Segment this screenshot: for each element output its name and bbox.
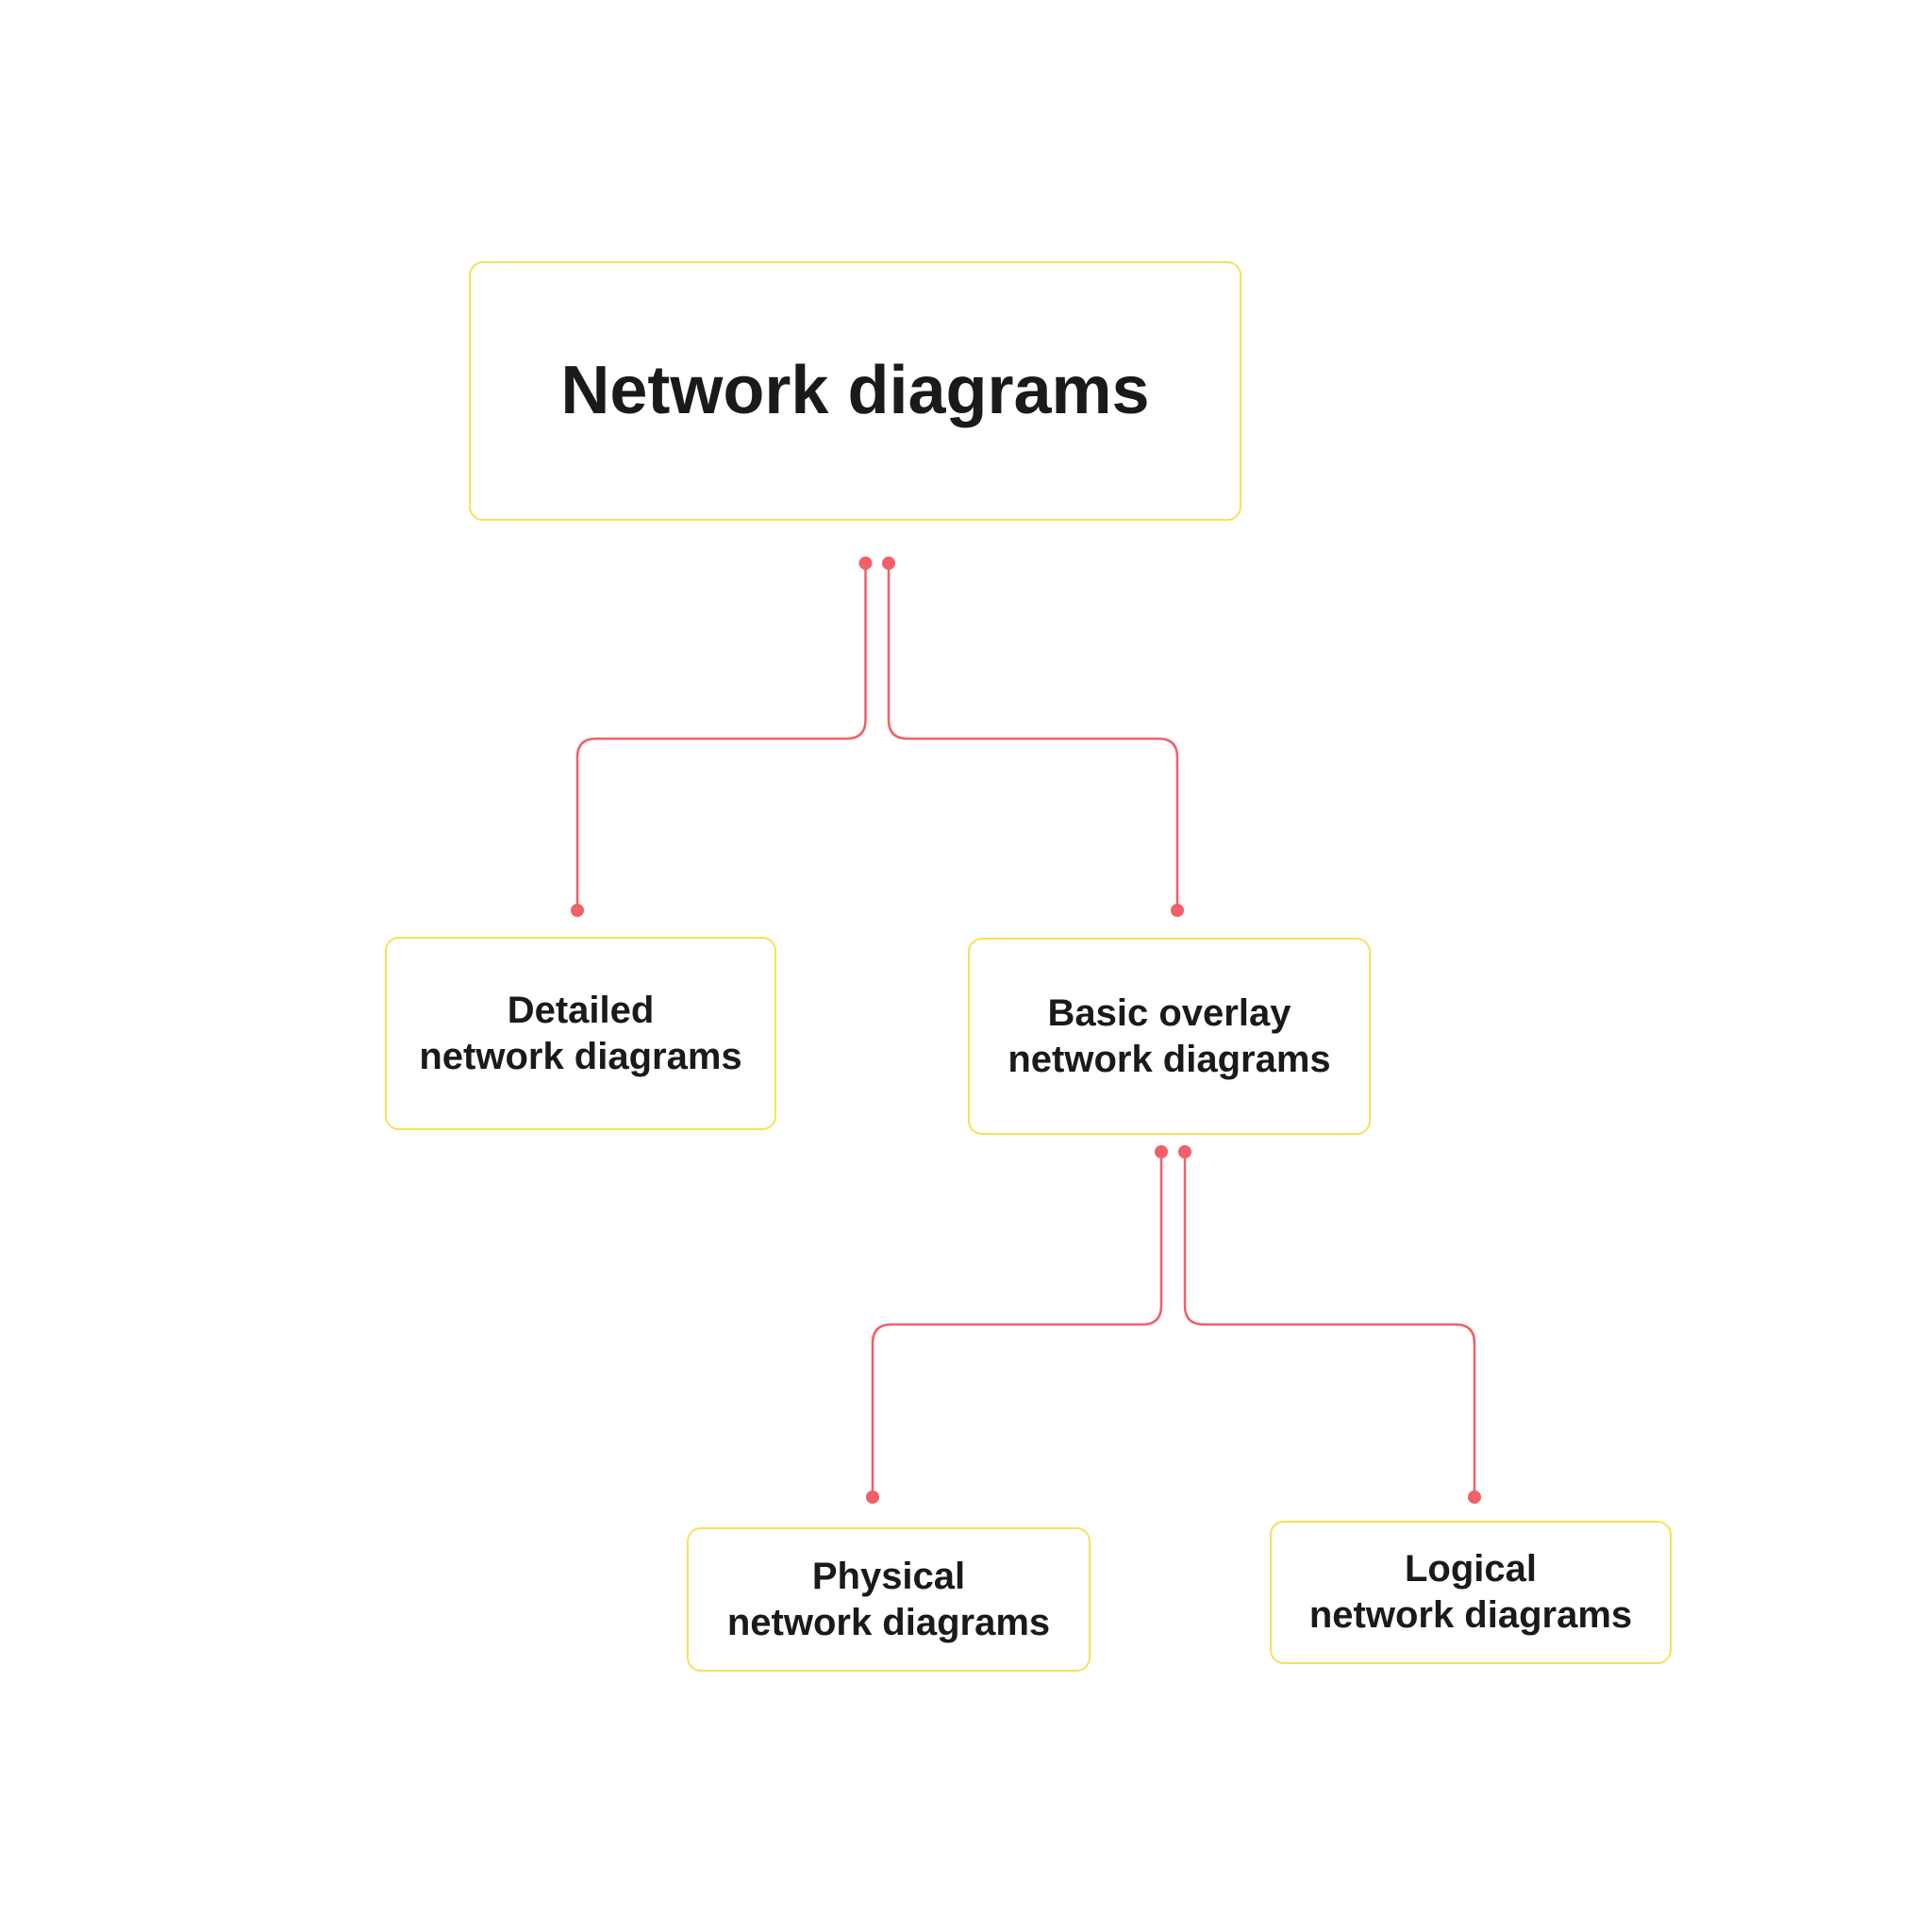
edge-endpoint-dot bbox=[1178, 1145, 1191, 1158]
node-network-diagrams: Network diagrams bbox=[469, 261, 1241, 521]
edge-endpoint-dot bbox=[1171, 904, 1184, 917]
edge-basic-overlay-logical bbox=[1183, 1152, 1476, 1497]
node-basic-overlay-network-diagrams-label: Basic overlay network diagrams bbox=[1008, 991, 1331, 1080]
node-network-diagrams-label: Network diagrams bbox=[560, 352, 1150, 428]
edge-endpoint-dot bbox=[858, 557, 873, 570]
edge-endpoint-dot bbox=[1155, 1145, 1168, 1158]
node-physical-network-diagrams-label: Physical network diagrams bbox=[726, 1555, 1051, 1643]
edge-basic-overlay-physical bbox=[871, 1152, 1163, 1497]
node-physical-network-diagrams: Physical network diagrams bbox=[687, 1527, 1091, 1672]
node-detailed-network-diagrams-label: Detailed network diagrams bbox=[419, 989, 742, 1077]
edge-endpoint-dot bbox=[571, 904, 584, 917]
edge-root-detailed bbox=[575, 563, 867, 910]
edge-endpoint-dot bbox=[1468, 1491, 1481, 1504]
edge-endpoint-dot bbox=[866, 1491, 879, 1504]
node-logical-network-diagrams: Logical network diagrams bbox=[1270, 1521, 1672, 1664]
edge-endpoint-dot bbox=[882, 557, 895, 570]
node-logical-network-diagrams-label: Logical network diagrams bbox=[1308, 1548, 1633, 1636]
edge-root-basic-overlay bbox=[887, 563, 1179, 910]
node-detailed-network-diagrams: Detailed network diagrams bbox=[385, 937, 776, 1130]
node-basic-overlay-network-diagrams: Basic overlay network diagrams bbox=[968, 938, 1371, 1135]
